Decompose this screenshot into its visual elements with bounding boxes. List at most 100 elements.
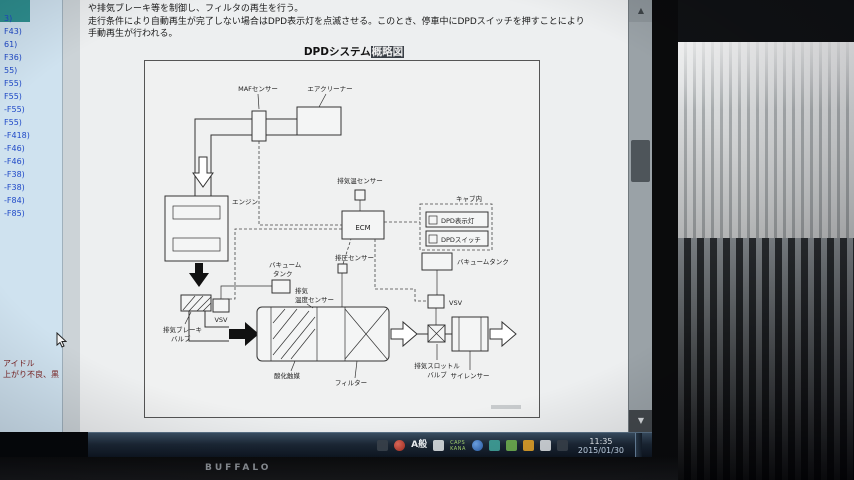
sidebar-link[interactable]: 上がり不良、黒	[3, 370, 59, 379]
dpd-system-diagram: MAFセンサー エアクリーナー エンジン	[163, 85, 521, 409]
ecm-label: ECM	[355, 224, 370, 232]
sidebar-link[interactable]: F55)	[4, 79, 22, 88]
ime-pen-icon[interactable]	[433, 440, 445, 451]
sidebar-link[interactable]: -F46)	[4, 157, 25, 166]
sidebar-link[interactable]: -F38)	[4, 183, 25, 192]
silencer-box	[451, 316, 489, 370]
exhaust-temp-sensor-label: 排気	[295, 286, 309, 295]
flow-arrow-right-icon	[390, 320, 418, 348]
harness-ecm-vsv-right	[374, 239, 428, 302]
sidebar-link[interactable]: 3)	[4, 14, 13, 23]
air-cleaner-box	[296, 106, 342, 136]
caps-kana-indicator[interactable]: CAPS KANA	[450, 440, 466, 452]
sidebar-scrollbar[interactable]	[62, 0, 81, 432]
body-text-line: 走行条件により自動再生が完了しない場合はDPD表示灯を点滅させる。このとき、停車…	[88, 16, 585, 27]
sidebar-link[interactable]: -F55)	[4, 105, 25, 114]
network-icon[interactable]	[556, 440, 568, 451]
front-pipe-inner	[204, 311, 229, 328]
cab-area-box	[419, 203, 493, 251]
show-desktop-button[interactable]	[635, 433, 642, 458]
intake-duct	[192, 118, 297, 197]
ecm-box	[341, 210, 385, 240]
vsv-right-box	[427, 294, 445, 309]
sidebar-link[interactable]: F36)	[4, 53, 22, 62]
scroll-down-button[interactable]: ▼	[629, 410, 653, 432]
windows-taskbar: A般 CAPS KANA 11:35 2015/01/30	[88, 432, 652, 458]
oxidation-catalyst-label: 酸化触媒	[274, 371, 301, 380]
shield-icon[interactable]	[505, 440, 517, 451]
maf-sensor-label: MAFセンサー	[238, 85, 278, 93]
body-text-line: 手動再生が行われる。	[88, 29, 178, 39]
dpd-switch-box	[425, 230, 489, 247]
dpd-lamp-icon	[428, 215, 438, 225]
sidebar-link[interactable]: 55)	[4, 66, 18, 75]
mouse-cursor	[56, 331, 68, 352]
vacuum-tank-left-label2: タンク	[273, 269, 293, 278]
sidebar-link[interactable]: -F85)	[4, 209, 25, 218]
flow-arrow-right-icon	[229, 322, 259, 346]
sidebar-link[interactable]: アイドル	[3, 359, 35, 368]
exhaust-throttle-label2: バルブ	[427, 370, 447, 379]
exhaust-throttle-label: 排気スロットル	[414, 361, 460, 370]
dpd-lamp-box	[425, 211, 489, 228]
document-sidebar: 3) F43) 61) F36) 55) F55) F55) -F55) F55…	[0, 0, 81, 432]
taskbar-shadow	[0, 432, 88, 457]
harness-ecm-vsv-left	[221, 228, 342, 300]
update-icon[interactable]	[471, 440, 483, 451]
exhaust-temp-sensor-label2: 温度センサー	[295, 295, 334, 304]
sidebar-link[interactable]: -F418)	[4, 131, 30, 140]
vsv-left-box	[212, 298, 230, 313]
system-tray: A般 CAPS KANA 11:35 2015/01/30	[377, 433, 642, 458]
sidebar-link[interactable]: F43)	[4, 27, 22, 36]
sidebar-link[interactable]: -F46)	[4, 144, 25, 153]
flow-arrow-exit-icon	[489, 320, 517, 348]
caps-indicator: CAPS	[450, 439, 466, 446]
figure-title-text: DPDシステム	[303, 46, 371, 58]
diagram-frame: MAFセンサー エアクリーナー エンジン	[144, 60, 540, 418]
vacuum-tank-right-label: バキュームタンク	[457, 257, 509, 266]
sidebar-footer-links: アイドル 上がり不良、黒	[3, 358, 77, 380]
document-scrollbar[interactable]: ▲ ▼	[628, 0, 653, 432]
sidebar-link[interactable]: 61)	[4, 40, 18, 49]
sidebar-link[interactable]: -F38)	[4, 170, 25, 179]
sidebar-link-list: 3) F43) 61) F36) 55) F55) F55) -F55) F55…	[4, 12, 60, 220]
engine-label: エンジン	[232, 198, 258, 206]
taskbar-clock[interactable]: 11:35 2015/01/30	[578, 437, 624, 455]
volume-icon[interactable]	[539, 440, 551, 451]
harness-maf-ecm	[258, 141, 342, 226]
scroll-up-button[interactable]: ▲	[629, 0, 653, 22]
kana-indicator: KANA	[450, 445, 466, 452]
air-cleaner-label: エアクリーナー	[307, 85, 352, 93]
ime-mode-indicator[interactable]: A般	[411, 440, 428, 450]
monitor-screen: 3) F43) 61) F36) 55) F55) F55) -F55) F55…	[0, 0, 653, 458]
clock-time: 11:35	[589, 436, 613, 446]
document-page: や排気ブレーキ等を制御し、フィルタの再生を行う。 走行条件により自動再生が完了し…	[80, 0, 628, 432]
sidebar-link[interactable]: F55)	[4, 118, 22, 127]
filter-label: フィルター	[335, 378, 367, 387]
security-center-icon[interactable]	[394, 440, 406, 451]
vsv-left-label: VSV	[214, 316, 228, 324]
vacuum-tank-left-box	[271, 279, 291, 294]
radiator-railing	[678, 238, 854, 480]
sidebar-link[interactable]: F55)	[4, 92, 22, 101]
exhaust-gas-temp-sensor-box	[354, 189, 366, 201]
vsv-right-label: VSV	[449, 299, 463, 307]
tray-app-icon[interactable]	[377, 440, 389, 451]
doc-number-mark	[491, 405, 521, 409]
figure-title-highlight: 概略図	[370, 46, 405, 58]
exhaust-brake-label2: バルブ	[171, 334, 191, 343]
dpd-switch-icon	[428, 234, 438, 244]
exhaust-brake-valve	[180, 294, 212, 325]
front-pipe	[188, 311, 229, 342]
sidebar-link[interactable]: -F84)	[4, 196, 25, 205]
pressure-sensor-label: 排圧センサー	[335, 253, 374, 262]
maf-sensor-box	[251, 110, 267, 142]
exhaust-brake-label: 排気ブレーキ	[163, 325, 202, 334]
vacuum-tank-right-box	[421, 252, 453, 271]
scroll-thumb[interactable]	[631, 140, 650, 182]
antivirus-icon[interactable]	[488, 440, 500, 451]
engine-box	[164, 195, 229, 262]
warning-icon[interactable]	[522, 440, 534, 451]
exhaust-throttle-valve	[427, 324, 446, 360]
